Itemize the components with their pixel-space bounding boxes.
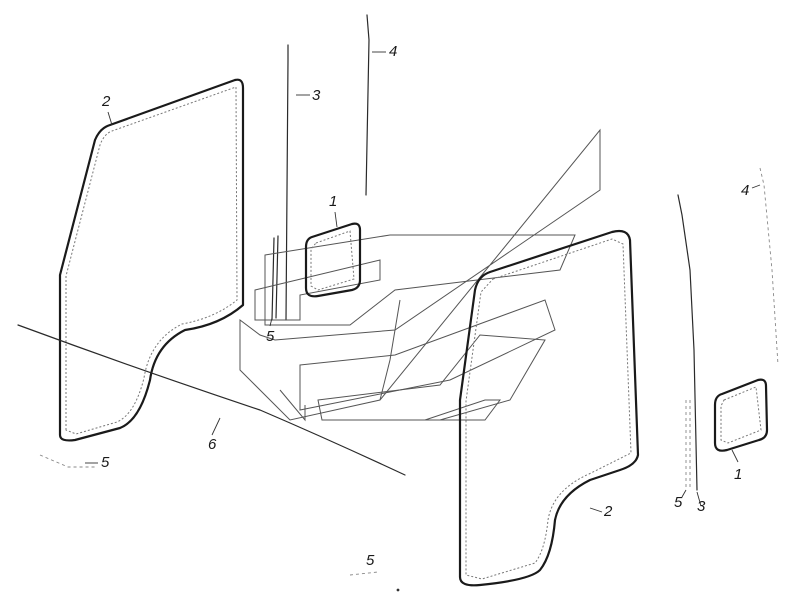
- door-panel-outline: [239, 128, 601, 422]
- callout-right-glass-strip: 3: [697, 498, 706, 515]
- callout-left-outer-strip: 4: [389, 43, 398, 60]
- center-bottom-dot: [396, 588, 400, 592]
- callout-right-vent-seal: 1: [734, 466, 743, 483]
- callout-bottom-strip: 6: [208, 436, 217, 453]
- left-glass-strip: [285, 44, 289, 321]
- left-short-strip: [271, 237, 275, 321]
- right-outer-strip: [759, 167, 779, 366]
- right-glass-strip: [677, 194, 698, 491]
- callout-left-frame-seal: 2: [102, 93, 111, 110]
- callout-right-short-strip: 5: [674, 494, 683, 511]
- callout-right-frame-seal: 2: [604, 503, 613, 520]
- callout-left-glass-strip: 3: [312, 87, 321, 104]
- callout-left-short-strip: 5: [266, 328, 275, 345]
- right-door-frame-seal: [458, 229, 640, 587]
- bottom-strip: [17, 324, 406, 476]
- callout-left-vent-seal: 1: [329, 193, 338, 210]
- center-bottom-piece: [349, 571, 379, 576]
- left-short-strip-inner: [275, 235, 279, 319]
- leader-lines: [85, 51, 761, 513]
- left-door-frame-seal: [58, 78, 245, 442]
- right-vent-seal: [713, 378, 769, 452]
- left-bottom-piece: [39, 454, 95, 468]
- left-vent-seal: [304, 222, 362, 298]
- callout-right-outer-strip: 4: [741, 182, 750, 199]
- left-outer-strip: [365, 14, 370, 196]
- callout-left-bottom-piece: 5: [101, 454, 110, 471]
- callout-center-bottom-piece: 5: [366, 552, 375, 569]
